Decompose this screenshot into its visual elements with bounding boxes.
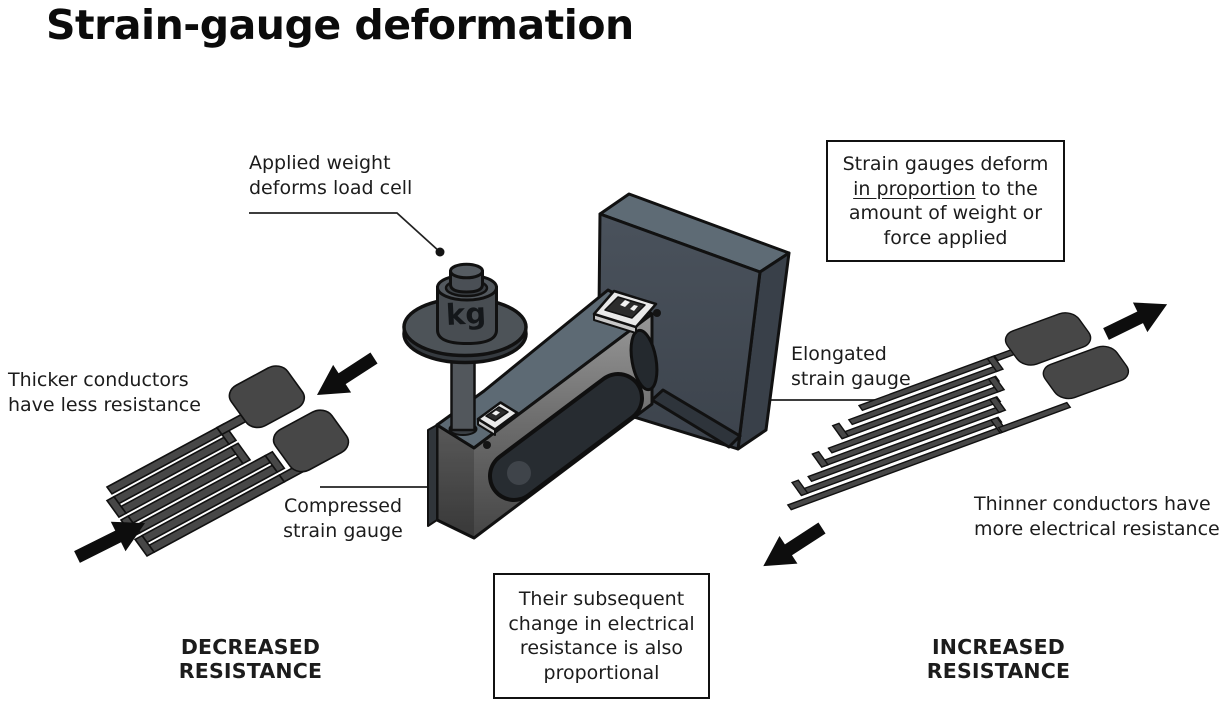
callout-line: force applied bbox=[883, 226, 1008, 249]
knob-top bbox=[449, 262, 484, 280]
label-applied-weight: Applied weight deforms load cell bbox=[249, 151, 412, 201]
label-compressed-gauge: Compressed strain gauge bbox=[258, 494, 428, 544]
label-line: Applied weight bbox=[249, 152, 391, 174]
beam-slot bbox=[488, 372, 644, 502]
solder-pad-lower bbox=[1038, 343, 1134, 402]
callout-line: resistance is also bbox=[519, 637, 684, 659]
callout-proportion: Strain gauges deform in proportion to th… bbox=[826, 140, 1065, 262]
label-thicker-conductors: Thicker conductors have less resistance bbox=[8, 368, 201, 418]
elongated-strain-gauge-pattern bbox=[736, 305, 1139, 509]
label-line: deforms load cell bbox=[249, 177, 413, 199]
compressed-strain-gauge-pattern bbox=[83, 357, 353, 557]
callout-line: change in electrical bbox=[508, 612, 695, 635]
solder-pad-upper bbox=[1000, 309, 1096, 368]
label-increased-resistance: INCREASED RESISTANCE bbox=[926, 635, 1071, 683]
leader-applied-weight bbox=[249, 212, 441, 253]
dot-applied-weight bbox=[435, 247, 445, 257]
solder-pad-lower bbox=[268, 406, 353, 477]
callout-line: Their subsequent bbox=[518, 588, 685, 610]
leader-dots bbox=[435, 247, 661, 449]
label-line: Thicker conductors bbox=[8, 369, 189, 391]
callout-line: in proportion to the bbox=[828, 177, 1063, 202]
beam-bottom-face bbox=[650, 388, 742, 449]
gauge-plate-ticks bbox=[492, 410, 500, 416]
applied-weight: kg bbox=[402, 262, 528, 436]
block-shading bbox=[437, 425, 474, 538]
gauge-plate-ticks bbox=[620, 300, 638, 311]
tension-arrow-lower-icon bbox=[763, 522, 826, 567]
elongated-gauge-plate bbox=[592, 289, 658, 334]
callout-line: amount of weight or bbox=[848, 202, 1043, 224]
underlined-phrase: in proportion bbox=[853, 177, 976, 200]
label-line: Elongated bbox=[791, 343, 887, 365]
label-line: have less resistance bbox=[8, 394, 201, 416]
label-line: Compressed bbox=[283, 495, 403, 517]
weight-body bbox=[436, 285, 498, 345]
label-line: strain gauge bbox=[283, 520, 403, 542]
label-line: Thinner conductors have bbox=[974, 493, 1211, 515]
callout-line: Strain gauges deform bbox=[842, 153, 1049, 175]
gauge-plate-display bbox=[604, 296, 646, 319]
label-thinner-conductors: Thinner conductors have more electrical … bbox=[974, 492, 1220, 542]
label-decreased-resistance: DECREASED RESISTANCE bbox=[178, 635, 323, 683]
label-line: more electrical resistance bbox=[974, 518, 1220, 540]
compression-arrow-lower-icon bbox=[74, 521, 146, 563]
callout-line: proportional bbox=[543, 661, 660, 684]
label-line: strain gauge bbox=[791, 368, 911, 390]
beam-oval-hole bbox=[629, 328, 659, 392]
dot-compressed-gauge bbox=[483, 441, 491, 449]
page-title: Strain-gauge deformation bbox=[46, 1, 634, 49]
block-left-face bbox=[427, 424, 438, 527]
callout-line-rest: to the bbox=[975, 177, 1038, 200]
solder-pad-upper bbox=[224, 361, 309, 432]
dot-elongated-gauge bbox=[653, 309, 661, 317]
compression-arrow-upper-icon bbox=[316, 352, 378, 396]
callout-subsequent: Their subsequent change in electrical re… bbox=[493, 573, 710, 699]
tension-arrow-upper-icon bbox=[1103, 302, 1168, 340]
label-elongated-gauge: Elongated strain gauge bbox=[791, 342, 911, 392]
compressed-gauge-plate bbox=[476, 401, 519, 436]
force-arrows bbox=[74, 302, 1168, 567]
kg-label: kg bbox=[445, 296, 487, 332]
